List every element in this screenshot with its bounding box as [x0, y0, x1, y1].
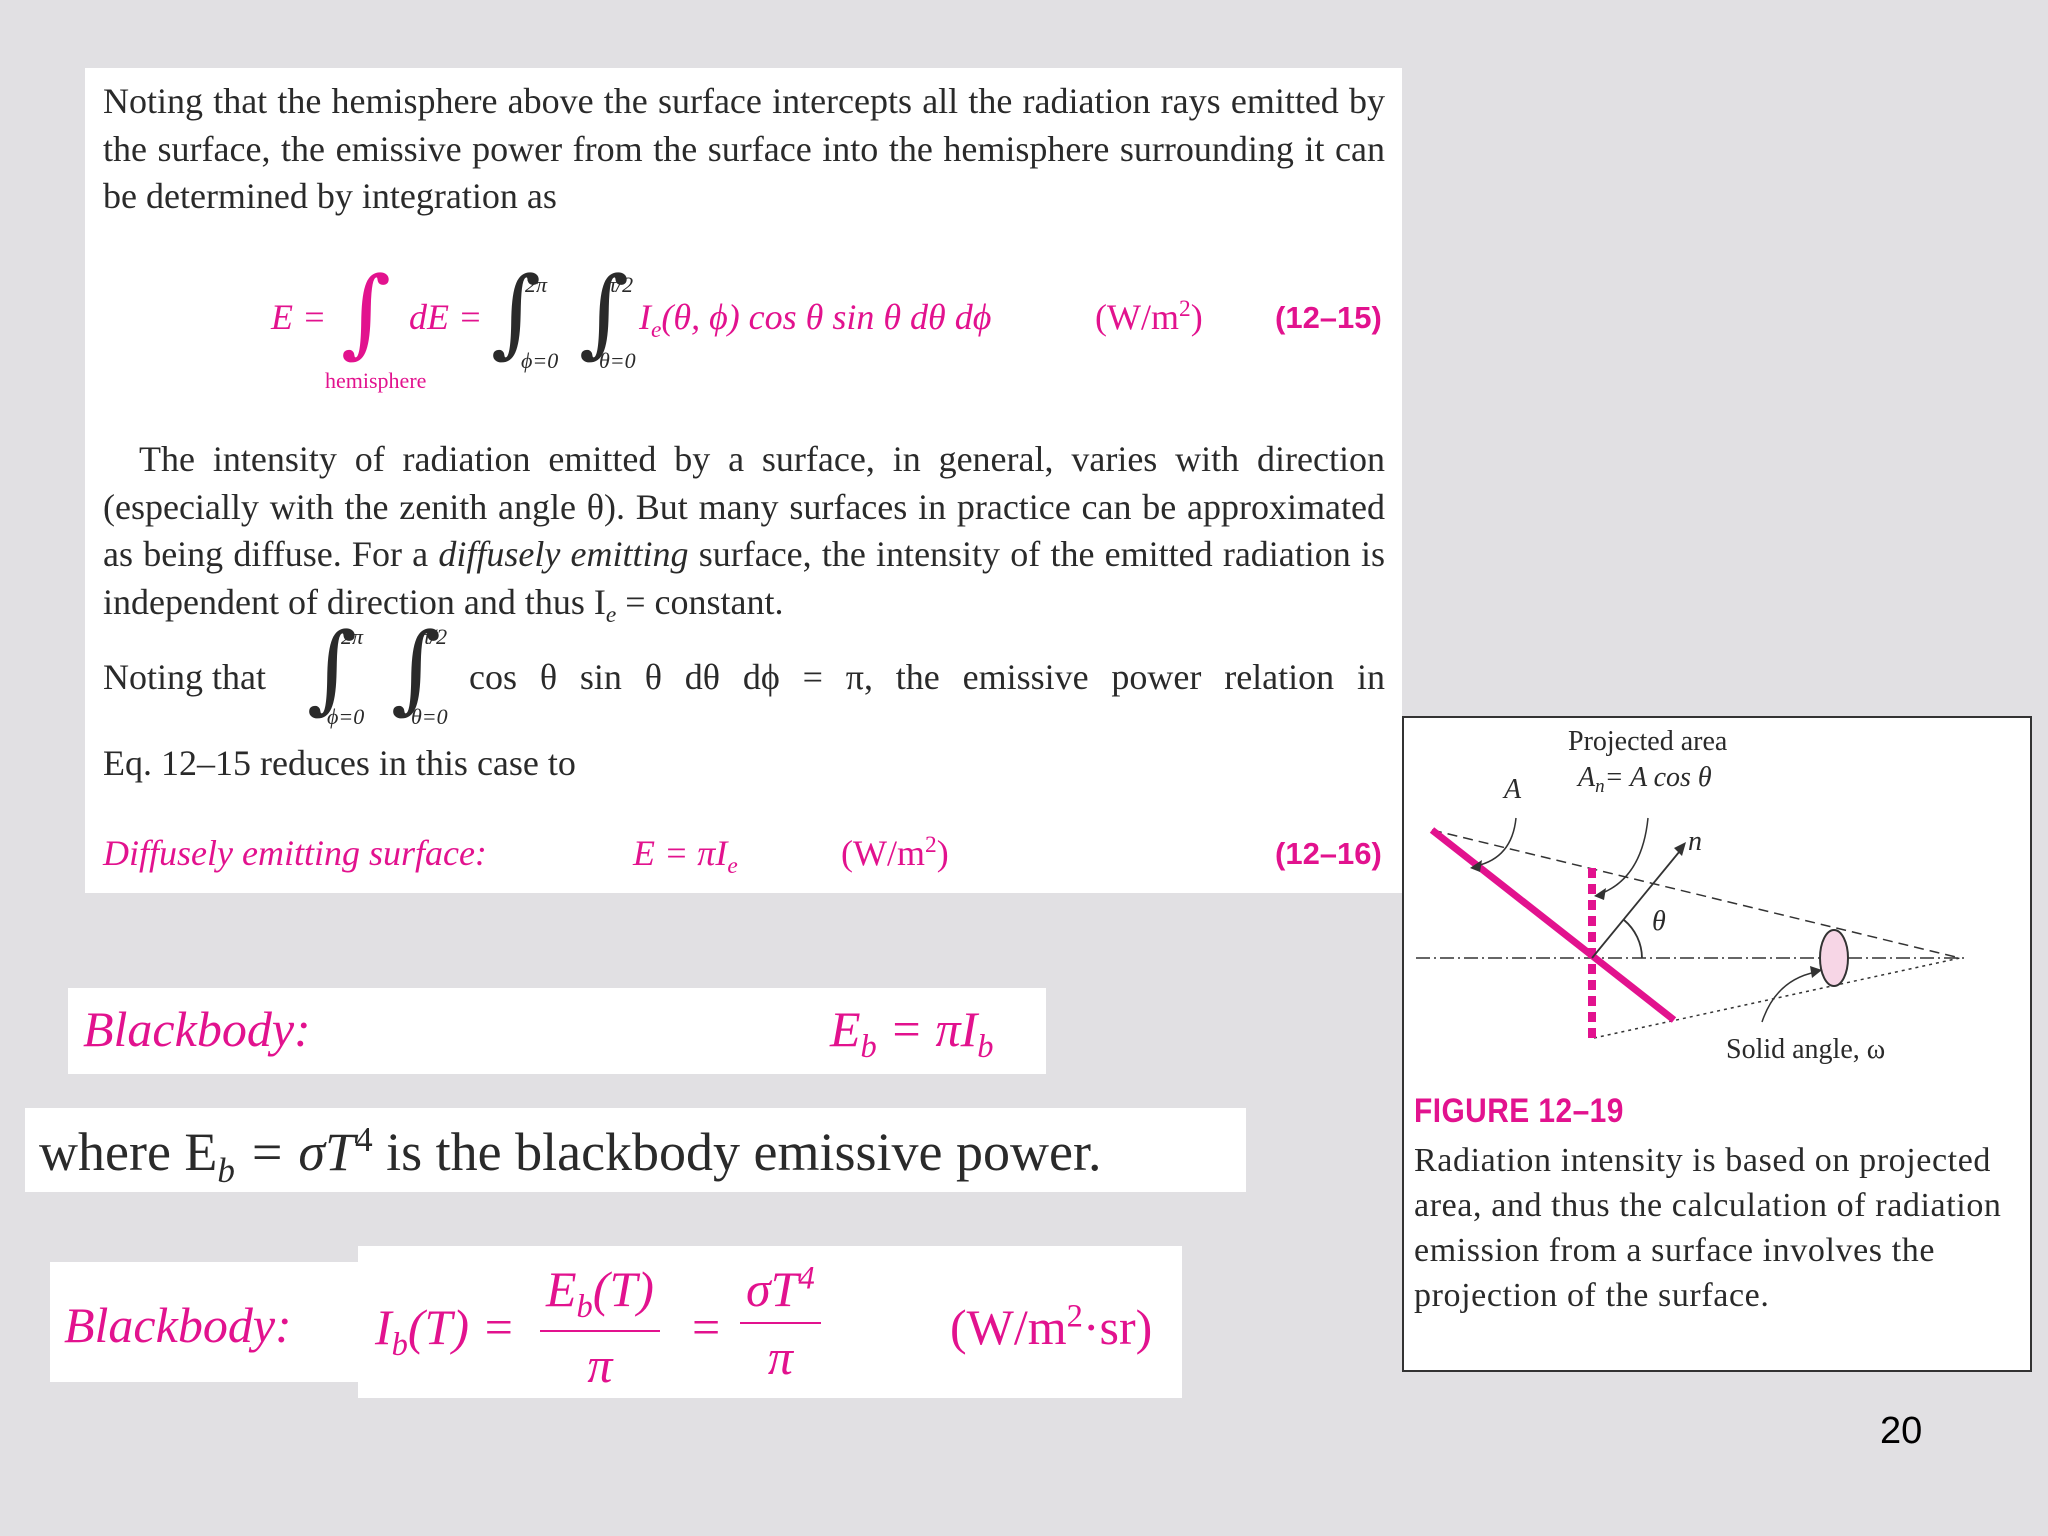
label-an-expression: An= A cos θ: [1576, 762, 1712, 797]
normal-arrowhead: [1674, 842, 1686, 856]
eq15-de: dE =: [409, 297, 483, 337]
blackbody-2-equals: =: [692, 1299, 721, 1355]
noting-integrand: cos θ sin θ dθ dϕ = π, the emissive powe…: [469, 657, 1385, 697]
noting-lower-theta: θ=0: [411, 704, 448, 729]
where-text: where Eb = σT4 is the blackbody emissive…: [39, 1120, 1102, 1190]
leader-a-arrowhead: [1470, 860, 1482, 872]
eq15-number: (12–15): [1275, 300, 1382, 335]
textbook-panel: Noting that the hemisphere above the sur…: [85, 68, 1402, 893]
equation-12-15: E = ∫ hemisphere dE = ∫ 2π ϕ=0 ∫ π/2 θ=0…: [85, 256, 1402, 393]
noting-text: Noting that: [103, 657, 266, 697]
eq15-integrand: Ie(θ, ϕ) cos θ sin θ dθ dϕ: [639, 297, 992, 344]
eq15-integral-2: ∫: [491, 256, 542, 368]
eq15-lower-theta: θ=0: [599, 348, 636, 373]
figure-12-19: Projected area An= A cos θ A n θ Solid a…: [1402, 716, 2032, 1372]
eq15-upper-theta: π/2: [605, 272, 634, 297]
blackbody-1-label: Blackbody:: [83, 1001, 311, 1057]
noting-integral-1: ∫: [307, 612, 358, 724]
label-projected-area: Projected area: [1568, 726, 1728, 757]
eq16-lhs: E = πIe: [633, 833, 738, 880]
paragraph-1: Noting that the hemisphere above the sur…: [103, 81, 1385, 216]
fraction-eb-over-pi: Eb(T)π: [540, 1260, 660, 1394]
theta-arc: [1623, 919, 1643, 959]
eq15-int-sub: hemisphere: [325, 368, 427, 393]
noting-line: Noting that ∫ 2π ϕ=0 ∫ π/2 θ=0 cos θ sin…: [85, 612, 1402, 729]
page-number: 20: [1880, 1410, 1923, 1452]
leader-projected: [1599, 817, 1649, 895]
eq15-units: (W/m2): [1095, 296, 1203, 337]
eq15-lower-phi: ϕ=0: [521, 348, 559, 373]
blackbody-label-panel: [50, 1262, 360, 1382]
noting-lower-phi: ϕ=0: [327, 704, 365, 729]
label-n: n: [1688, 826, 1702, 857]
figure-caption-text: Radiation intensity is based on projecte…: [1414, 1142, 2002, 1314]
surface-a-line: [1429, 827, 1677, 1023]
where-panel: where Eb = σT4 is the blackbody emissive…: [25, 1108, 1246, 1192]
label-solid-angle: Solid angle, ω: [1726, 1034, 1885, 1065]
figure-caption-title: FIGURE 12–19: [1414, 1092, 1624, 1130]
normal-arrow: [1591, 845, 1685, 959]
label-a: A: [1502, 774, 1522, 805]
solid-angle-disk: [1819, 929, 1849, 987]
leader-projected-arrowhead: [1594, 888, 1606, 900]
eq15-integral-3: ∫: [579, 256, 630, 368]
eq16-number: (12–16): [1275, 836, 1382, 871]
eq15-upper-phi: 2π: [525, 272, 548, 297]
leader-solid-arrowhead: [1810, 966, 1822, 978]
paragraph-2: The intensity of radiation emitted by a …: [103, 439, 1386, 628]
noting-integral-2: ∫: [391, 612, 442, 724]
label-theta: θ: [1652, 906, 1666, 937]
eq15-integral-1: ∫: [341, 256, 392, 368]
leader-a: [1475, 817, 1517, 867]
projected-area-diagram: Projected area An= A cos θ A n θ Solid a…: [1416, 726, 1964, 1065]
noting-upper-phi: 2π: [341, 624, 364, 649]
eq16-label: Diffusely emitting surface:: [103, 833, 487, 873]
cone-upper-line: [1431, 829, 1961, 959]
equation-12-16: Diffusely emitting surface: E = πIe (W/m…: [85, 832, 1402, 882]
noting-upper-theta: π/2: [419, 624, 448, 649]
blackbody-2-lhs: Ib(T) =: [375, 1299, 516, 1363]
eq16-units: (W/m2): [841, 832, 949, 873]
blackbody-2-label: Blackbody:: [64, 1297, 292, 1353]
blackbody-eb-panel: Blackbody: Eb = πIb: [68, 988, 1046, 1074]
eq15-lhs: E =: [271, 297, 327, 337]
reduces-line: Eq. 12–15 reduces in this case to: [103, 743, 576, 783]
blackbody-1-eq: Eb = πIb: [830, 1001, 994, 1065]
blackbody-2-units: (W/m2·sr): [950, 1298, 1153, 1355]
leader-solid: [1761, 971, 1817, 1023]
